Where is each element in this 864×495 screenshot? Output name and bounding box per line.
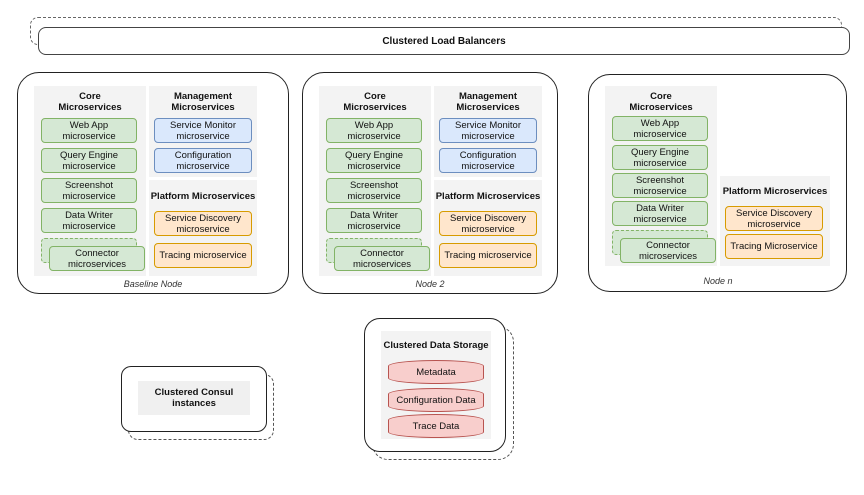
service-monitor-service[interactable]: Service Monitor microservice [154, 118, 252, 143]
configuration-service[interactable]: Configuration microservice [154, 148, 252, 173]
storage-title: Clustered Data Storage [383, 339, 489, 351]
load-balancer-label: Clustered Load Balancers [382, 35, 506, 47]
core-title-node2: Core Microservices [343, 91, 407, 113]
service-monitor-service[interactable]: Service Monitor microservice [439, 118, 537, 143]
node-label-noden: Node n [703, 276, 733, 286]
node-label-baseline: Baseline Node [123, 279, 183, 289]
management-title-node2: Management Microservices [456, 91, 520, 113]
data-writer-service[interactable]: Data Writer microservice [326, 208, 422, 233]
core-title-baseline: Core Microservices [58, 91, 122, 113]
platform-title-noden: Platform Microservices [722, 185, 828, 197]
tracing-service[interactable]: Tracing Microservice [725, 234, 823, 259]
tracing-service[interactable]: Tracing microservice [154, 243, 252, 268]
screenshot-service[interactable]: Screenshot microservice [41, 178, 137, 203]
configuration-data-db[interactable]: Configuration Data [388, 388, 484, 412]
trace-data-db[interactable]: Trace Data [388, 414, 484, 438]
platform-title-node2: Platform Microservices [435, 190, 541, 202]
service-discovery-service[interactable]: Service Discovery microservice [725, 206, 823, 231]
connector-service[interactable]: Connector microservices [620, 238, 716, 263]
data-writer-service[interactable]: Data Writer microservice [612, 201, 708, 226]
service-discovery-service[interactable]: Service Discovery microservice [439, 211, 537, 236]
screenshot-service[interactable]: Screenshot microservice [326, 178, 422, 203]
service-discovery-service[interactable]: Service Discovery microservice [154, 211, 252, 236]
connector-service[interactable]: Connector microservices [49, 246, 145, 271]
query-engine-service[interactable]: Query Engine microservice [612, 145, 708, 170]
core-title-noden: Core Microservices [629, 91, 693, 113]
screenshot-service[interactable]: Screenshot microservice [612, 173, 708, 198]
configuration-service[interactable]: Configuration microservice [439, 148, 537, 173]
tracing-service[interactable]: Tracing microservice [439, 243, 537, 268]
consul-label: Clustered Consul instances [138, 381, 250, 415]
connector-service[interactable]: Connector microservices [334, 246, 430, 271]
web-app-service[interactable]: Web App microservice [41, 118, 137, 143]
data-writer-service[interactable]: Data Writer microservice [41, 208, 137, 233]
platform-title-baseline: Platform Microservices [150, 190, 256, 202]
metadata-db[interactable]: Metadata [388, 360, 484, 384]
node-label-node2: Node 2 [415, 279, 445, 289]
query-engine-service[interactable]: Query Engine microservice [41, 148, 137, 173]
management-title-baseline: Management Microservices [171, 91, 235, 113]
web-app-service[interactable]: Web App microservice [326, 118, 422, 143]
query-engine-service[interactable]: Query Engine microservice [326, 148, 422, 173]
web-app-service[interactable]: Web App microservice [612, 116, 708, 141]
load-balancer-box[interactable]: Clustered Load Balancers [38, 27, 850, 55]
